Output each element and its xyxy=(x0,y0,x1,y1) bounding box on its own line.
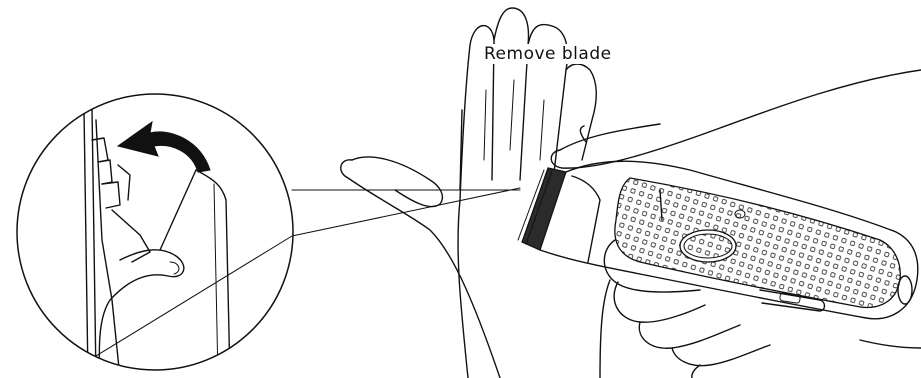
callout-lines xyxy=(292,188,520,236)
holding-hand-thumb xyxy=(551,70,921,168)
detail-circle xyxy=(17,94,293,378)
instruction-caption: Remove blade xyxy=(482,44,614,64)
hair-clipper xyxy=(518,161,918,319)
